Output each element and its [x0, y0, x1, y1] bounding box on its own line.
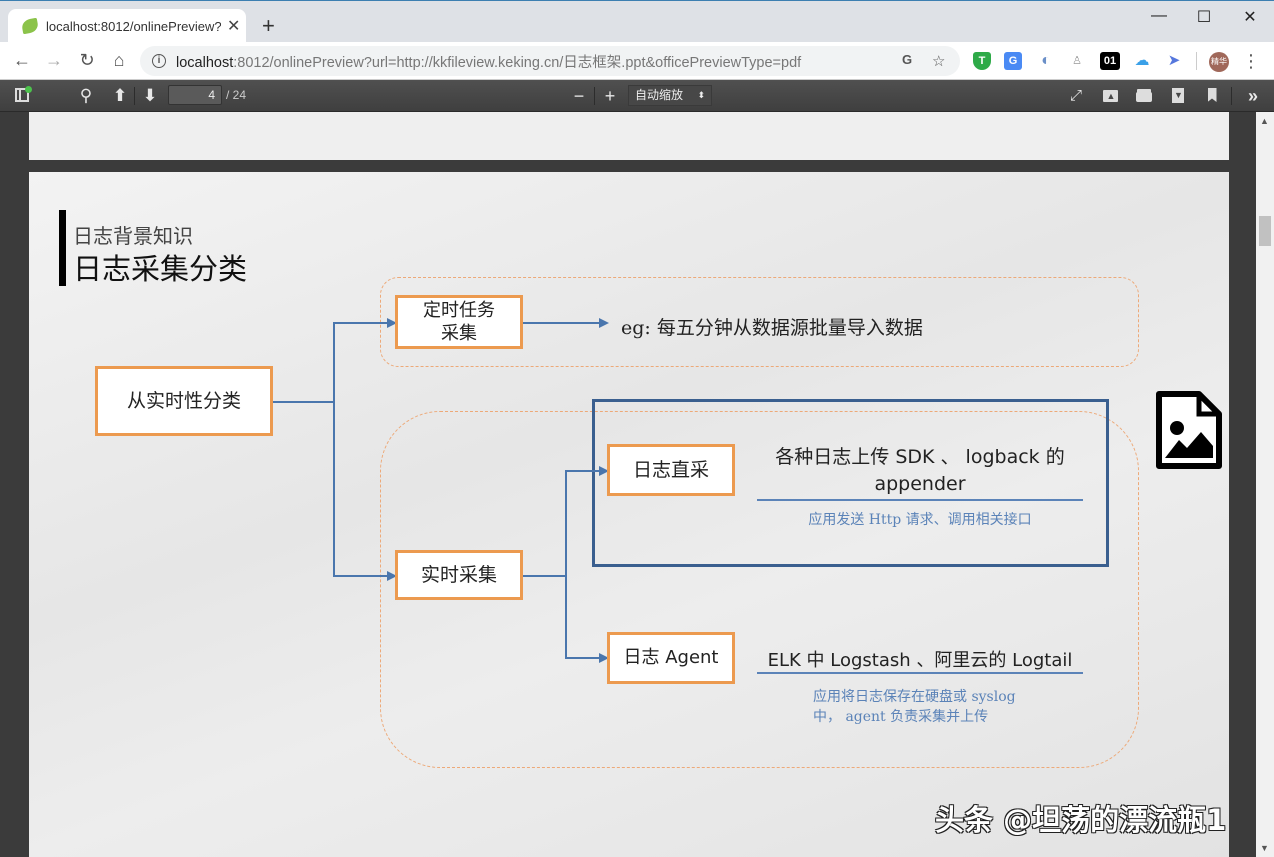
browser-title-bar: localhost:8012/onlinePreview? ✕ + — ☐ ✕: [0, 0, 1274, 43]
google-translate-icon[interactable]: G: [1004, 52, 1022, 70]
menu-dots-icon[interactable]: ⋮: [1242, 51, 1260, 71]
bookmark-icon[interactable]: [1200, 86, 1224, 106]
circle-extension-icon[interactable]: ◐: [1041, 52, 1051, 69]
close-tab-icon[interactable]: ✕: [227, 18, 241, 35]
agent-node: 日志 Agent: [607, 632, 735, 684]
previous-page-icon[interactable]: ⬆: [112, 86, 128, 105]
connector-line: [272, 401, 334, 403]
previous-page: [29, 112, 1229, 160]
print-icon[interactable]: [1132, 86, 1156, 106]
watermark-text: 头条 @坦荡的漂流瓶1: [935, 803, 1227, 837]
download-icon[interactable]: ▼: [1166, 86, 1190, 106]
pdf-viewer-container: 日志背景知识 日志采集分类 从实时性分类 定时任务 采集 eg: 每五分钟从数据…: [0, 112, 1256, 857]
realtime-group-box: [380, 411, 1139, 768]
connector-line: [333, 322, 335, 576]
translate-icon[interactable]: G: [902, 52, 913, 67]
scale-select[interactable]: 自动缩放 ⬍: [628, 85, 712, 106]
forward-arrow-icon[interactable]: →: [45, 50, 63, 70]
browser-tab[interactable]: localhost:8012/onlinePreview? ✕: [8, 9, 246, 43]
arrow-head-icon: [599, 653, 609, 663]
page-count: / 24: [226, 88, 247, 102]
minimize-button[interactable]: —: [1151, 7, 1167, 24]
arrow-head-icon: [599, 466, 609, 476]
broken-image-icon: [1155, 390, 1223, 475]
close-window-button[interactable]: ✕: [1243, 9, 1257, 26]
connector-line: [333, 575, 389, 577]
connector-line: [565, 470, 567, 658]
next-page-icon[interactable]: ⬇: [142, 86, 158, 105]
sidebar-toggle-icon[interactable]: [10, 86, 34, 106]
pdf-toolbar: ⚲ ⬆ ⬇ 4 / 24 − + 自动缩放 ⬍ ⤢ ▲ ▼ »: [0, 80, 1274, 112]
binary-01-icon[interactable]: 01: [1100, 52, 1120, 70]
underline: [757, 499, 1083, 501]
connector-line: [333, 322, 389, 324]
direct-desc-sub: 应用发送 Http 请求、调用相关接口: [808, 512, 1032, 528]
connector-line: [523, 322, 601, 324]
direct-desc-main: 各种日志上传 SDK 、 logback 的 appender: [775, 446, 1065, 495]
bird-extension-icon[interactable]: ➤: [1167, 52, 1181, 69]
zoom-out-button[interactable]: −: [573, 86, 585, 106]
tab-title: localhost:8012/onlinePreview?: [46, 18, 221, 34]
root-node: 从实时性分类: [95, 366, 273, 436]
realtime-node: 实时采集: [395, 550, 523, 600]
select-updown-icon: ⬍: [697, 90, 705, 100]
profile-avatar[interactable]: 精华: [1209, 52, 1229, 72]
toolbar-divider: [594, 87, 595, 105]
scheduled-node: 定时任务 采集: [395, 295, 523, 349]
maximize-button[interactable]: ☐: [1196, 9, 1212, 26]
presentation-mode-icon[interactable]: ⤢: [1069, 87, 1082, 104]
network-extension-icon[interactable]: ♙: [1072, 55, 1082, 67]
toolbar-divider: [134, 87, 135, 105]
direct-collect-node: 日志直采: [607, 444, 735, 496]
scheduled-example: eg: 每五分钟从数据源批量导入数据: [621, 317, 923, 339]
underline: [757, 672, 1083, 674]
arrow-head-icon: [387, 571, 397, 581]
vertical-scrollbar[interactable]: ▲ ▼: [1256, 112, 1274, 857]
back-arrow-icon[interactable]: ←: [13, 50, 31, 70]
tools-menu-icon[interactable]: »: [1247, 86, 1258, 106]
home-icon[interactable]: ⌂: [113, 50, 125, 70]
connector-line: [523, 575, 566, 577]
agent-desc-main: ELK 中 Logstash 、阿里云的 Logtail: [767, 650, 1073, 671]
arrow-head-icon: [387, 318, 397, 328]
spring-leaf-favicon-icon: [20, 17, 40, 35]
site-info-icon[interactable]: i: [152, 54, 166, 68]
connector-line: [565, 470, 601, 472]
slide-subtitle: 日志背景知识: [73, 224, 193, 248]
slide-title: 日志采集分类: [73, 252, 248, 286]
open-file-icon[interactable]: ▲: [1098, 86, 1122, 106]
tampermonkey-shield-icon[interactable]: T: [973, 52, 991, 70]
agent-desc-sub-line-2: 中， agent 负责采集并上传: [813, 709, 989, 725]
slide-page-4: 日志背景知识 日志采集分类 从实时性分类 定时任务 采集 eg: 每五分钟从数据…: [29, 172, 1229, 857]
agent-desc-sub-line-1: 应用将日志保存在硬盘或 syslog: [813, 689, 1016, 705]
browser-nav-bar: ← → ↻ ⌂ i localhost:8012/onlinePreview?u…: [0, 42, 1274, 80]
highlight-frame: [592, 399, 1109, 567]
find-search-icon[interactable]: ⚲: [79, 86, 93, 105]
title-accent-bar: [59, 210, 66, 286]
page-number-input[interactable]: 4: [168, 85, 222, 105]
scroll-down-arrow-icon[interactable]: ▼: [1260, 843, 1269, 853]
scale-select-value: 自动缩放: [635, 88, 684, 102]
toolbar-divider: [1231, 87, 1232, 105]
toolbar-divider: [1196, 52, 1197, 70]
reload-icon[interactable]: ↻: [79, 50, 95, 70]
scroll-up-arrow-icon[interactable]: ▲: [1260, 116, 1269, 126]
bookmark-star-icon[interactable]: ☆: [932, 53, 946, 70]
address-bar[interactable]: i localhost:8012/onlinePreview?url=http:…: [140, 46, 960, 76]
new-tab-button[interactable]: +: [262, 13, 275, 38]
url-text[interactable]: localhost:8012/onlinePreview?url=http://…: [176, 54, 802, 71]
connector-line: [565, 657, 601, 659]
scrollbar-thumb[interactable]: [1259, 216, 1271, 246]
zoom-in-button[interactable]: +: [604, 86, 616, 106]
arrow-head-icon: [599, 318, 609, 328]
agent-desc-sub: 应用将日志保存在硬盘或 syslog 中， agent 负责采集并上传: [813, 687, 1016, 727]
cloud-extension-icon[interactable]: ☁: [1134, 52, 1150, 69]
